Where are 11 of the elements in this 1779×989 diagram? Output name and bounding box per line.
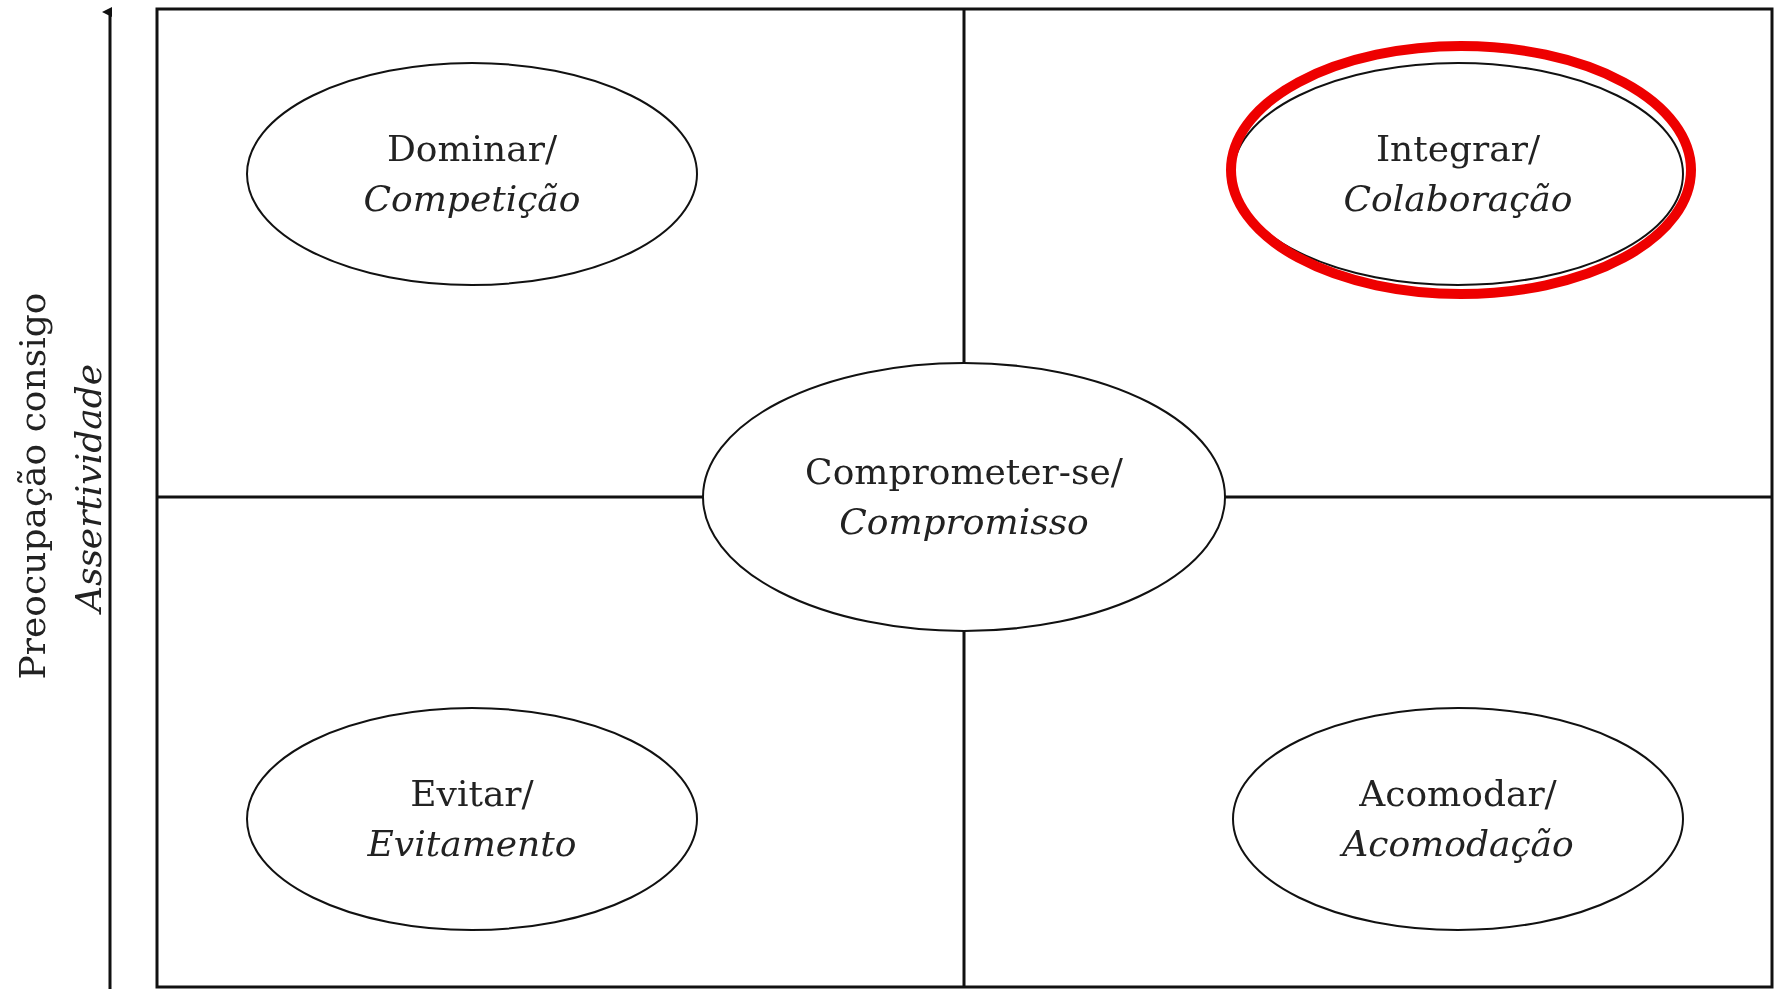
style-subtitle: Evitamento [367,822,577,866]
axis-label: Preocupação consigo [11,292,53,680]
axis-label: Assertividade [67,363,109,613]
style-name: Integrar/ [1375,126,1541,171]
style-name: Comprometer-se/ [805,449,1123,494]
style-name: Acomodar/ [1359,771,1557,816]
style-subtitle: Compromisso [839,500,1089,544]
style-name: Dominar/ [386,126,558,171]
style-name: Evitar/ [410,771,534,816]
style-subtitle: Competição [363,177,581,221]
style-subtitle: Colaboração [1343,177,1573,221]
